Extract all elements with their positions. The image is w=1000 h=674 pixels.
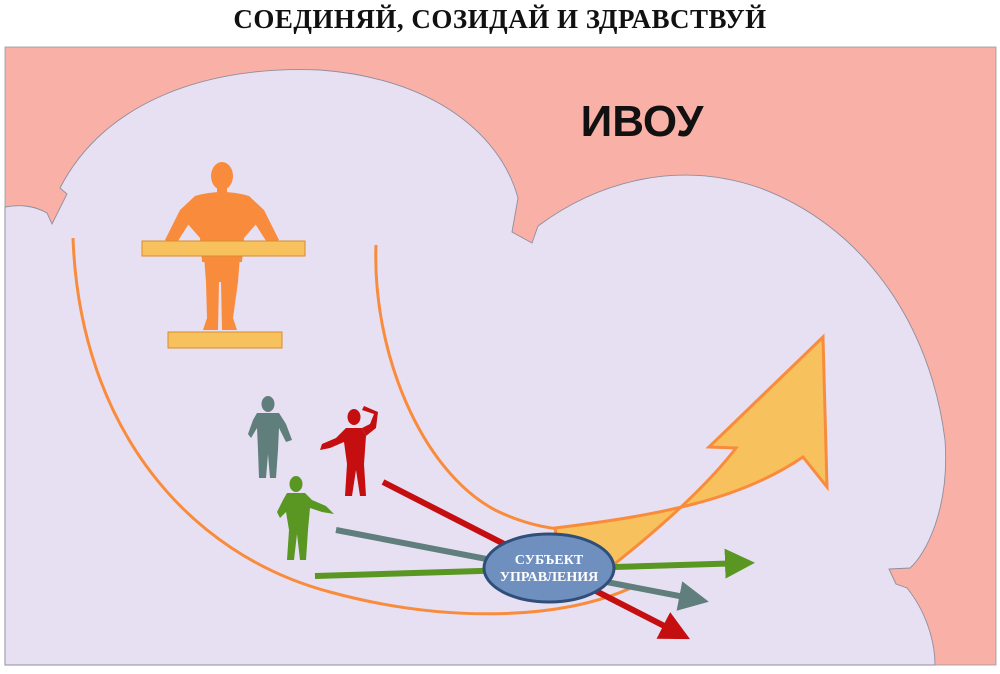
green-figure <box>277 476 334 560</box>
gray-figure <box>248 396 292 478</box>
lower-platform <box>167 331 283 349</box>
red-figure <box>320 406 378 496</box>
growth-arrow <box>553 333 829 603</box>
upper-platform <box>141 240 306 257</box>
subject-label-line2: УПРАВЛЕНИЯ <box>500 570 599 585</box>
page-title: СОЕДИНЯЙ, СОЗИДАЙ И ЗДРАВСТВУЙ <box>233 4 767 34</box>
subject-label-line1: СУБЪЕКТ <box>515 553 584 568</box>
ivou-label: ИВОУ <box>581 97 704 146</box>
outer-curve <box>71 237 636 616</box>
subject-ellipse <box>482 532 616 604</box>
